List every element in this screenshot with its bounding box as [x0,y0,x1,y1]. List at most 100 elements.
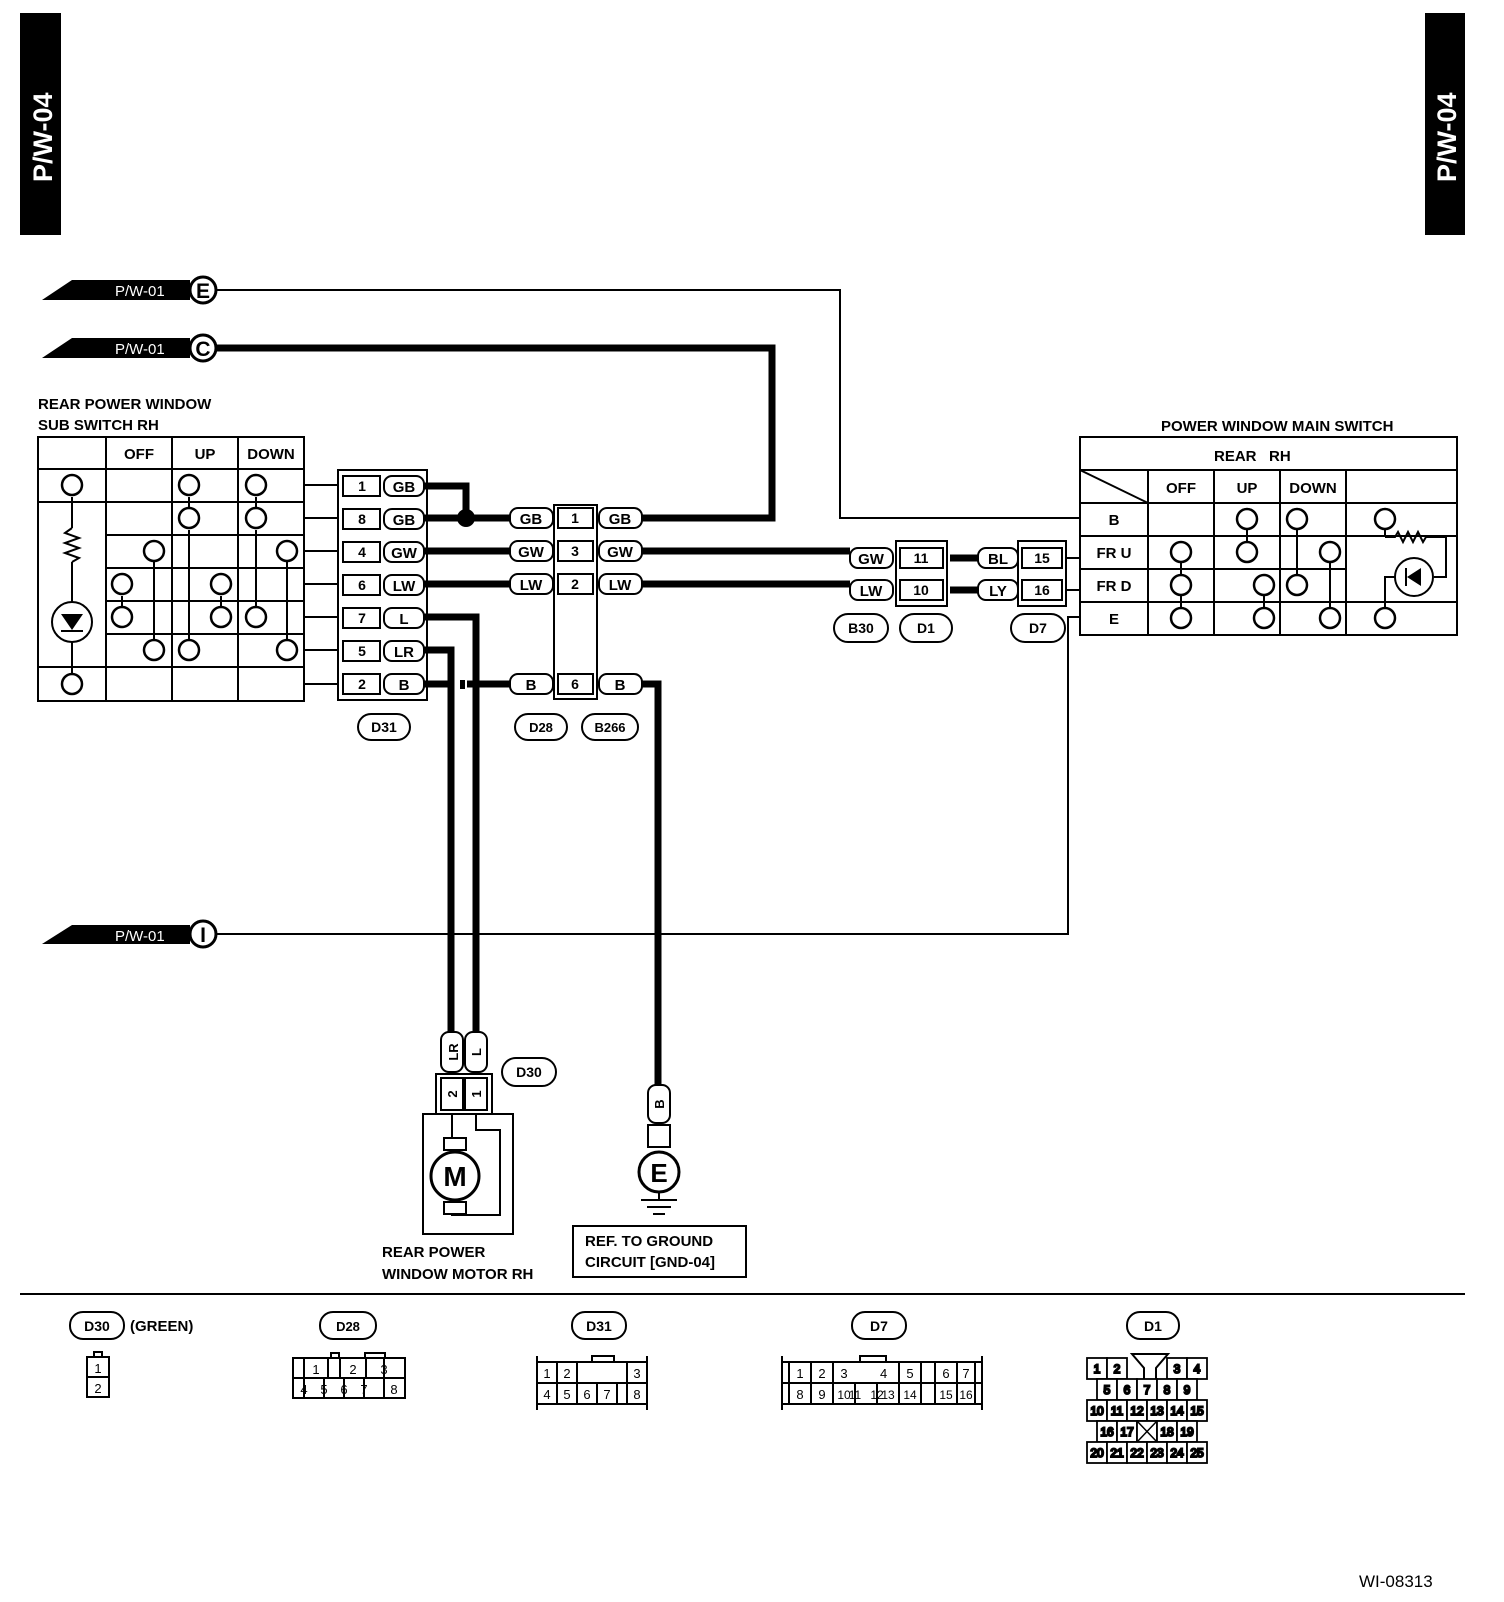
conn-view-d1-pin-8: 8 [1164,1383,1171,1397]
d31-pin-6: 2 [358,676,366,692]
d31-pin-3: 6 [358,577,366,593]
conn-view-d28-label: D28 [336,1319,360,1334]
ref-arrow-c-page: P/W-01 [115,341,165,358]
motor-wire-0: LR [446,1043,461,1061]
conn-view-d28-pin-8: 8 [390,1382,397,1397]
wire-e [216,289,1080,519]
conn-view-d31-pin-8: 8 [633,1387,640,1402]
d31-wire-4: L [399,611,408,628]
sub-switch-table [37,436,305,702]
sub-switch-col-up: UP [195,446,216,463]
conn-view-d1-pin-18: 18 [1160,1425,1174,1439]
d31-wire-1: GB [393,512,416,529]
d1-pin-cells [899,547,944,601]
d7-pin-cells [1021,547,1063,601]
d30-pin-cells [440,1077,488,1111]
conn-view-d31-label: D31 [586,1318,612,1334]
d31-wire-3: LW [393,578,416,595]
d1-tag-label: D1 [917,620,935,636]
d31-tag-label: D31 [371,719,397,735]
ref-arrow-e-page: P/W-01 [115,283,165,300]
conn-view-d28-pin-7: 7 [360,1382,367,1397]
d31-wire-2: GW [391,545,418,562]
b266-wire-0: GB [609,511,632,528]
motor-symbol-letter: M [443,1161,466,1192]
ground-symbol: E [637,1150,681,1215]
d31-pin-5: 5 [358,643,366,659]
conn-view-d31-pin-3: 3 [633,1366,640,1381]
page-tab-right: P/W-04 [1425,13,1465,235]
d28-tag-label: D28 [529,720,553,735]
ref-arrow-c[interactable]: P/W-01 C [42,333,218,363]
d7-pin-1: 16 [1034,582,1050,598]
b266-tag: B266 [581,713,639,741]
conn-view-d7-pin-2: 2 [818,1366,825,1381]
d1-wire-left-1: LW [860,583,883,600]
conn-view-d7-pin-10: 10 [837,1388,851,1402]
conn-view-d1-pin-19: 19 [1180,1425,1194,1439]
conn-view-d1-pin-16: 16 [1100,1425,1114,1439]
conn-view-d30: D30 (GREEN) 1 2 [69,1311,193,1398]
d28-tag: D28 [514,713,568,741]
conn-view-d28-pin-2: 2 [349,1362,356,1377]
conn-view-d28-pin-6: 6 [340,1382,347,1397]
b266-wire-tags [598,507,643,695]
conn-view-d7-pin-4: 4 [880,1366,887,1381]
d7-pin-0: 15 [1034,550,1050,566]
page-tab-right-text: P/W-04 [1432,93,1462,182]
ref-arrow-e[interactable]: P/W-01 E [42,275,218,305]
d31-wire-5: LR [394,644,414,661]
motor-pin-1: 1 [469,1090,484,1097]
d31-pin-2: 4 [358,544,366,560]
conn-view-d7-pin-13: 13 [881,1388,895,1402]
conn-view-d1-pin-12: 12 [1130,1404,1144,1418]
conn-view-d7-label: D7 [870,1318,888,1334]
conn-view-d28-pin-4: 4 [300,1382,307,1397]
conn-view-d7-pin-8: 8 [796,1387,803,1402]
conn-view-d1-cell [1186,1441,1208,1464]
b-wire-gap [460,680,465,689]
main-switch-row-e: E [1109,611,1119,628]
page-tab-left-text: P/W-04 [28,93,58,182]
conn-view-d1-pin-10: 10 [1090,1404,1104,1418]
conn-view-d30-pin-2: 2 [94,1381,101,1396]
b30-tag-label: B30 [848,620,874,636]
conn-view-d31-pin-6: 6 [583,1387,590,1402]
conn-view-d30-label: D30 [84,1318,110,1334]
sub-switch-leads [304,484,338,685]
ref-arrow-i-letter: I [200,924,206,947]
conn-view-d7-pin-15: 15 [939,1388,953,1402]
d31-wire-tags [383,475,425,695]
d7-wire-0: BL [988,551,1008,568]
d7-connector-outline [1017,540,1067,607]
d31-wire-6: B [399,677,410,694]
ground-label-1: REF. TO GROUND [585,1233,713,1250]
b266-pin-0: 1 [571,510,579,526]
conn-view-d1-blank-cavity [1136,1420,1158,1443]
main-switch-col-up: UP [1237,480,1258,497]
conn-view-d31-pin-2: 2 [563,1366,570,1381]
ref-arrow-c-letter: C [195,338,210,361]
conn-view-d1-label: D1 [1144,1318,1162,1334]
conn-view-d7-pin-3: 3 [840,1366,847,1381]
conn-view-d1-pin-17: 17 [1120,1425,1134,1439]
ref-arrow-i[interactable]: P/W-01 I [42,919,218,949]
main-switch-title: POWER WINDOW MAIN SWITCH [1161,418,1393,435]
d31-tag: D31 [357,713,411,741]
motor-wire-1: L [469,1048,484,1056]
ground-tag: B [647,1084,671,1148]
sub-switch-col-off: OFF [124,446,154,463]
conn-view-d1-pin-22: 22 [1130,1446,1144,1460]
d28-wire-tags [509,507,554,695]
d31-wire-0: GB [393,479,416,496]
conn-view-d1-pin-21: 21 [1110,1446,1124,1460]
d1-pin-0: 11 [914,550,929,566]
b266-tag-label: B266 [594,720,625,735]
main-switch-col-off: OFF [1166,480,1196,497]
d28-wire-0: GB [520,511,543,528]
motor-label-2: WINDOW MOTOR RH [382,1266,533,1283]
conn-view-d1-pin-9: 9 [1184,1383,1191,1397]
conn-view-d31-pin-7: 7 [603,1387,610,1402]
